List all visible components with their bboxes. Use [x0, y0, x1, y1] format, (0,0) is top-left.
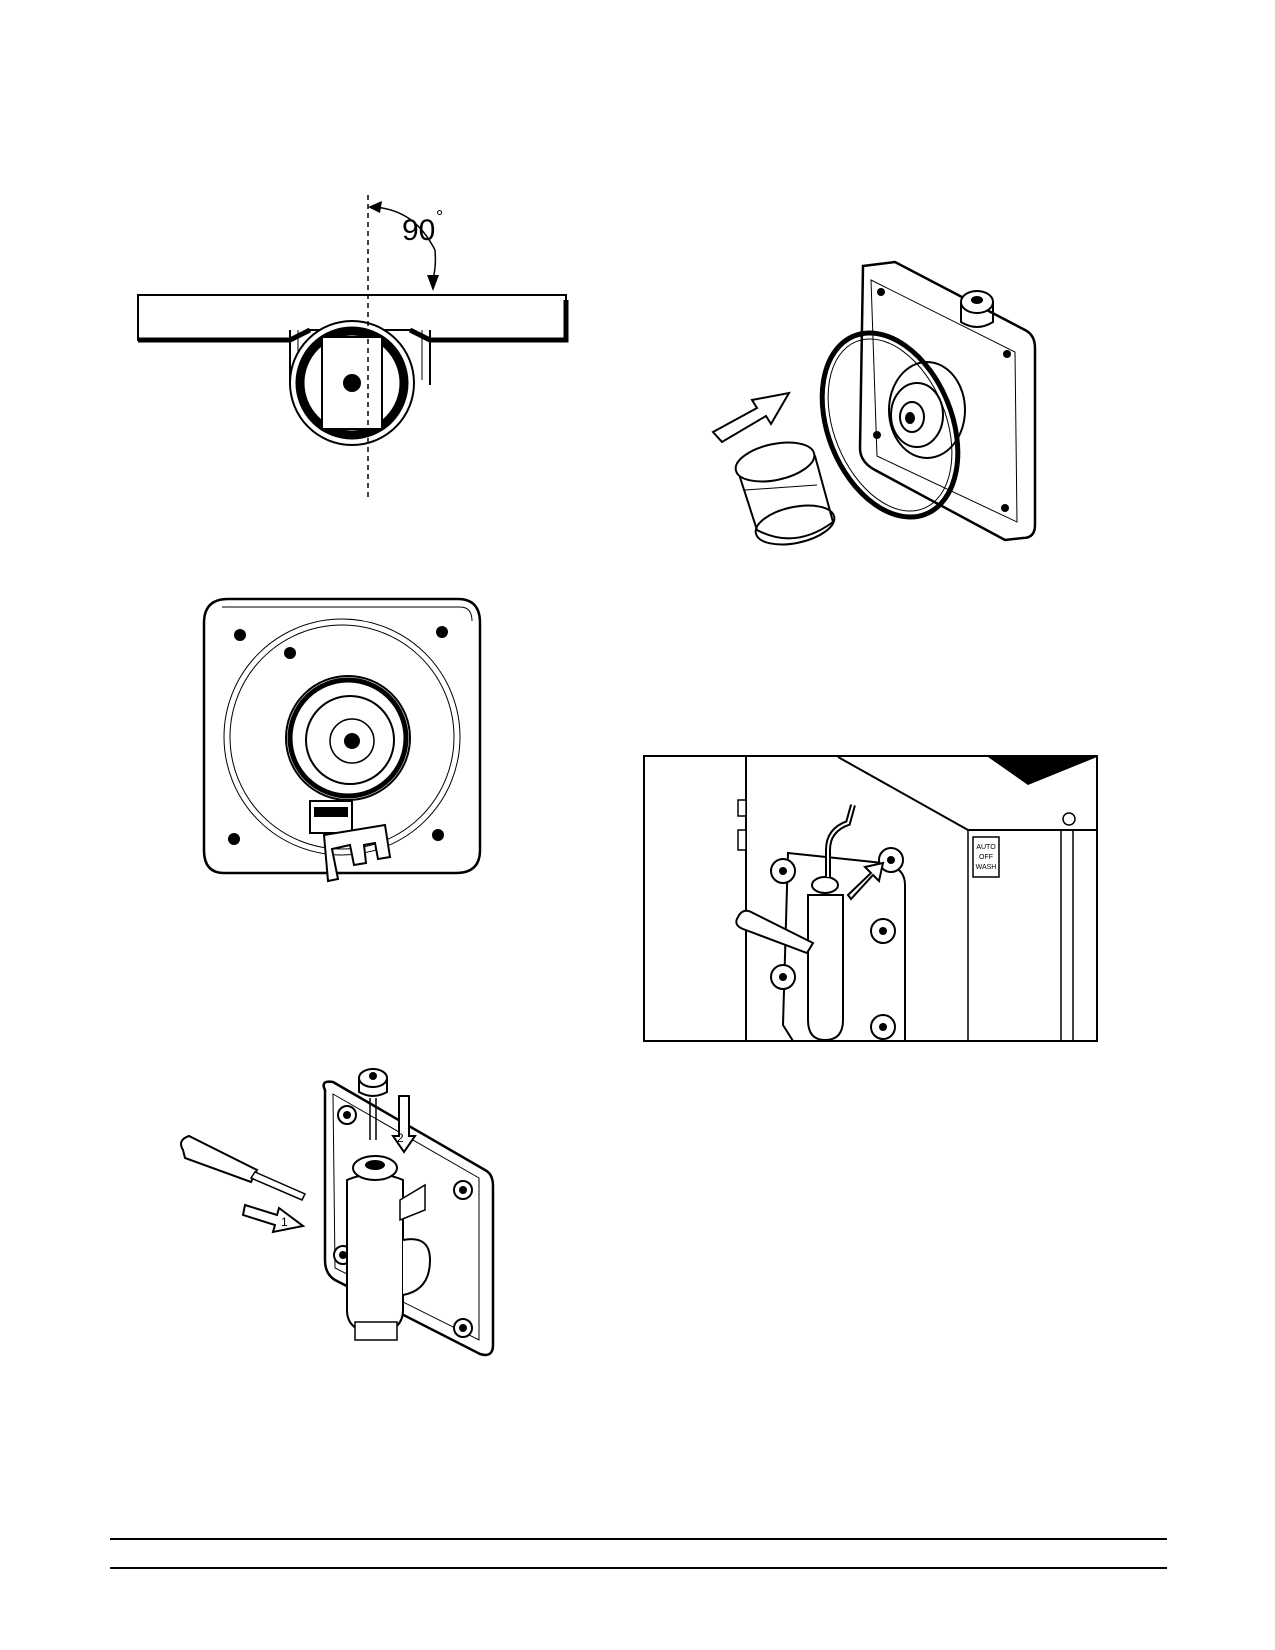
figure-valve-assembly: 2 1 [175, 1060, 505, 1360]
switch-off-label: OFF [979, 854, 993, 861]
degree-symbol: ° [436, 207, 443, 227]
figure-angle-alignment: 90 ° [130, 195, 570, 505]
figure-machine-panel: AUTO OFF WASH [643, 755, 1098, 1045]
footer-rule-top [110, 1538, 1167, 1540]
switch-wash-label: WASH [976, 864, 997, 871]
angle-label: 90 [402, 214, 435, 247]
switch-auto-label: AUTO [976, 844, 996, 851]
step-2-label: 2 [397, 1131, 404, 1145]
step-1-label: 1 [281, 1215, 288, 1229]
figure-faceplate-front [200, 595, 485, 885]
footer-rule-bottom [110, 1567, 1167, 1569]
figure-seal-assembly [705, 260, 1065, 560]
